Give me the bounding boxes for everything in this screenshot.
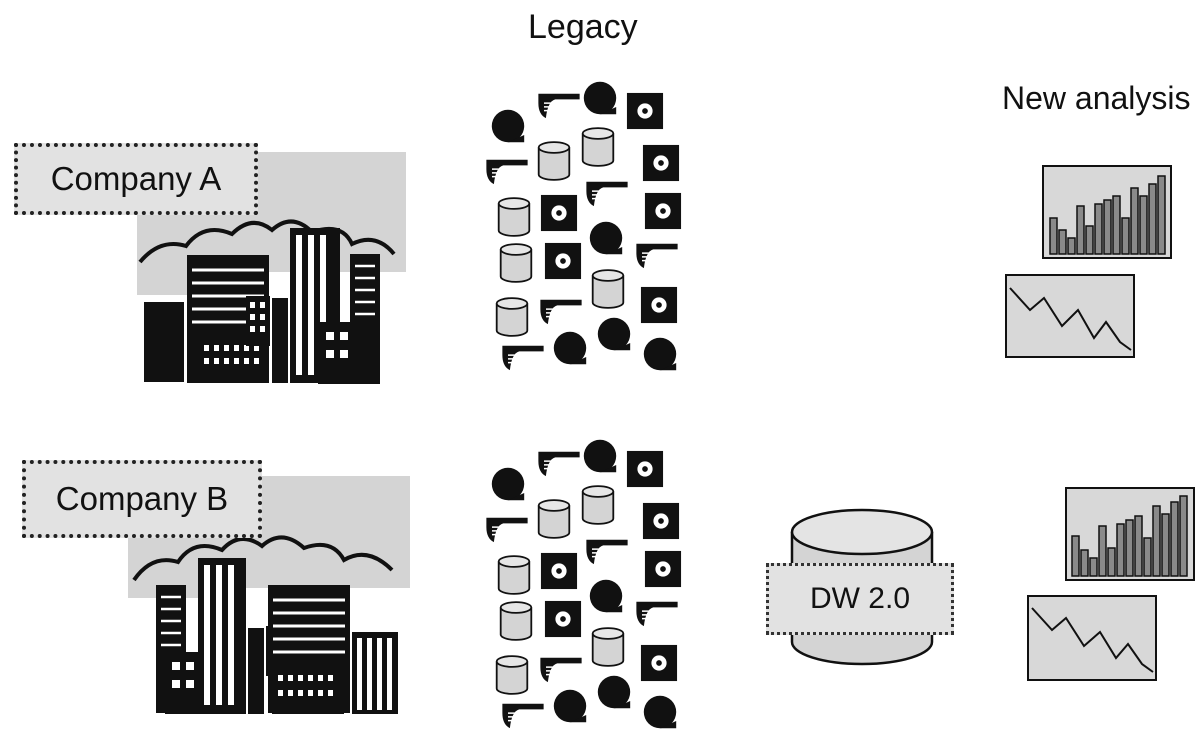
storage-cylinder-icon: [591, 627, 625, 667]
storage-cylinder-icon: [497, 197, 531, 237]
legacy-systems-company-b: [485, 439, 682, 729]
disk-icon: [491, 467, 525, 501]
document-icon: [635, 601, 679, 627]
floppy-icon: [640, 286, 678, 324]
floppy-icon: [644, 550, 682, 588]
disk-icon: [597, 317, 631, 351]
legacy-heading: Legacy: [528, 8, 638, 46]
floppy-icon: [540, 552, 578, 590]
disk-icon: [583, 439, 617, 473]
cloud-icon: [138, 219, 396, 264]
disk-icon: [643, 695, 677, 729]
document-icon: [537, 93, 581, 119]
storage-cylinder-icon: [581, 127, 615, 167]
line-chart-icon: [1005, 274, 1135, 358]
legacy-systems-company-a: [485, 81, 682, 371]
storage-cylinder-icon: [499, 243, 533, 283]
document-icon: [635, 243, 679, 269]
document-icon: [501, 703, 545, 729]
floppy-icon: [640, 644, 678, 682]
document-icon: [485, 517, 529, 543]
floppy-icon: [540, 194, 578, 232]
document-icon: [539, 299, 583, 325]
floppy-icon: [544, 242, 582, 280]
disk-icon: [597, 675, 631, 709]
floppy-icon: [626, 450, 664, 488]
floppy-icon: [644, 192, 682, 230]
disk-icon: [583, 81, 617, 115]
company-a-label: Company A: [14, 143, 258, 215]
bar-chart-icon: [1065, 487, 1195, 581]
company-b-label: Company B: [22, 460, 262, 538]
floppy-icon: [544, 600, 582, 638]
storage-cylinder-icon: [537, 141, 571, 181]
floppy-icon: [642, 502, 680, 540]
storage-cylinder-icon: [581, 485, 615, 525]
storage-cylinder-icon: [495, 655, 529, 695]
floppy-icon: [642, 144, 680, 182]
storage-cylinder-icon: [497, 555, 531, 595]
company-a-label-text: Company A: [50, 160, 222, 197]
document-icon: [485, 159, 529, 185]
document-icon: [501, 345, 545, 371]
company-b-label-text: Company B: [55, 480, 229, 517]
disk-icon: [491, 109, 525, 143]
dw-label: DW 2.0: [766, 563, 954, 635]
disk-icon: [553, 689, 587, 723]
disk-icon: [589, 579, 623, 613]
company-a-city: [137, 152, 406, 384]
storage-cylinder-icon: [591, 269, 625, 309]
storage-cylinder-icon: [499, 601, 533, 641]
disk-icon: [643, 337, 677, 371]
cloud-icon: [132, 535, 394, 582]
bar-chart-icon: [1042, 165, 1172, 259]
storage-cylinder-icon: [537, 499, 571, 539]
dw-label-text: DW 2.0: [809, 582, 911, 615]
disk-icon: [589, 221, 623, 255]
document-icon: [539, 657, 583, 683]
document-icon: [585, 539, 629, 565]
line-chart-icon: [1027, 595, 1157, 681]
storage-cylinder-icon: [495, 297, 529, 337]
floppy-icon: [626, 92, 664, 130]
document-icon: [537, 451, 581, 477]
document-icon: [585, 181, 629, 207]
new-analysis-heading: New analysis: [1002, 80, 1191, 116]
disk-icon: [553, 331, 587, 365]
